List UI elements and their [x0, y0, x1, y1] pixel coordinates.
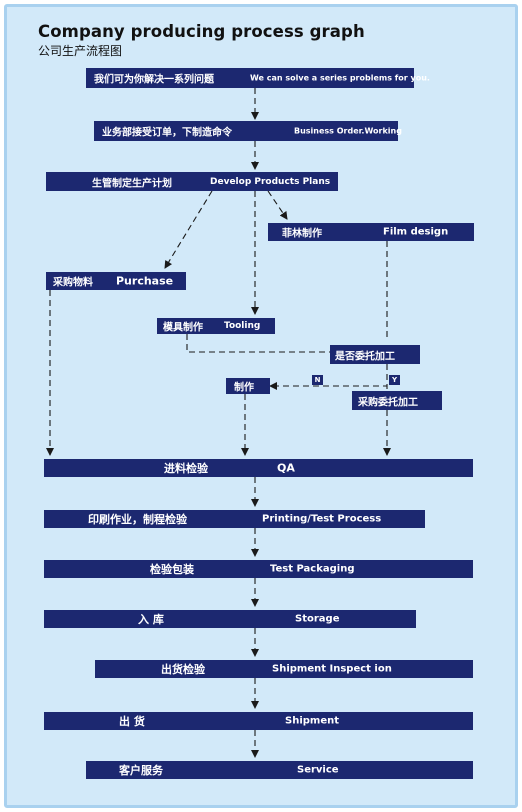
- step-purchase: 采购物料 Purchase: [46, 272, 186, 290]
- step-printing: 印刷作业，制程检验 Printing/Test Process: [44, 510, 425, 528]
- step-film-en: Film design: [383, 226, 449, 238]
- step-qa: 进料检验 QA: [44, 459, 473, 477]
- step-outsource: 采购委托加工: [352, 391, 442, 410]
- step-shipment: 出 货 Shipment: [44, 712, 473, 730]
- step-shipment-zh: 出 货: [119, 715, 145, 728]
- step-printing-en: Printing/Test Process: [262, 513, 382, 525]
- step-plan: 生管制定生产计划 Develop Products Plans: [46, 172, 338, 191]
- step-packaging-en: Test Packaging: [270, 563, 355, 575]
- step-outsource-question-zh: 是否委托加工: [335, 351, 395, 362]
- step-tooling: 模具制作 Tooling: [157, 318, 275, 334]
- arrow-question-make: [269, 364, 388, 390]
- step-film-zh: 菲林制作: [282, 228, 322, 240]
- step-storage-en: Storage: [295, 613, 340, 625]
- step-qa-zh: 进料检验: [164, 462, 208, 475]
- step-shipment-inspect-zh: 出货检验: [161, 663, 205, 676]
- step-service-zh: 客户服务: [119, 764, 163, 777]
- step-qa-en: QA: [277, 461, 295, 475]
- step-film: 菲林制作 Film design: [268, 223, 474, 241]
- step-order-en: Business Order.Working: [294, 126, 402, 136]
- step-tooling-en: Tooling: [224, 321, 261, 331]
- step-shipment-inspect-en: Shipment Inspect ion: [272, 663, 392, 675]
- step-outsource-zh: 采购委托加工: [358, 397, 418, 408]
- step-purchase-zh: 采购物料: [53, 277, 93, 289]
- step-shipment-en: Shipment: [285, 715, 340, 727]
- step-plan-en: Develop Products Plans: [210, 176, 331, 187]
- step-service-en: Service: [297, 764, 339, 776]
- step-outsource-question: 是否委托加工: [330, 345, 420, 364]
- step-plan-zh: 生管制定生产计划: [92, 178, 172, 189]
- step-storage-zh: 入 库: [138, 613, 164, 626]
- step-solve-en: We can solve a series problems for you.: [250, 73, 430, 83]
- step-shipment-inspect: 出货检验 Shipment Inspect ion: [95, 660, 473, 678]
- page-subtitle: 公司生产流程图: [38, 44, 123, 58]
- step-printing-zh: 印刷作业，制程检验: [88, 513, 187, 526]
- step-order: 业务部接受订单，下制造命令 Business Order.Working: [94, 121, 402, 141]
- branch-yes-label: Y: [389, 375, 400, 385]
- step-packaging-zh: 检验包装: [150, 563, 194, 576]
- arrow-plan-purchase: [164, 190, 213, 269]
- step-packaging: 检验包装 Test Packaging: [44, 560, 473, 578]
- branch-no-label: N: [312, 375, 323, 385]
- step-make: 制作: [226, 378, 270, 394]
- arrow-plan-film: [267, 190, 288, 220]
- step-service: 客户服务 Service: [86, 761, 473, 779]
- step-solve: 我们可为你解决一系列问题 We can solve a series probl…: [86, 68, 430, 88]
- line-tooling-question: [186, 334, 330, 353]
- step-purchase-en: Purchase: [116, 274, 174, 288]
- step-make-zh: 制作: [234, 382, 254, 394]
- step-storage: 入 库 Storage: [44, 610, 416, 628]
- step-order-zh: 业务部接受订单，下制造命令: [102, 127, 232, 139]
- page-title: Company producing process graph: [38, 22, 365, 41]
- step-tooling-zh: 模具制作: [163, 322, 203, 334]
- step-solve-zh: 我们可为你解决一系列问题: [94, 74, 214, 86]
